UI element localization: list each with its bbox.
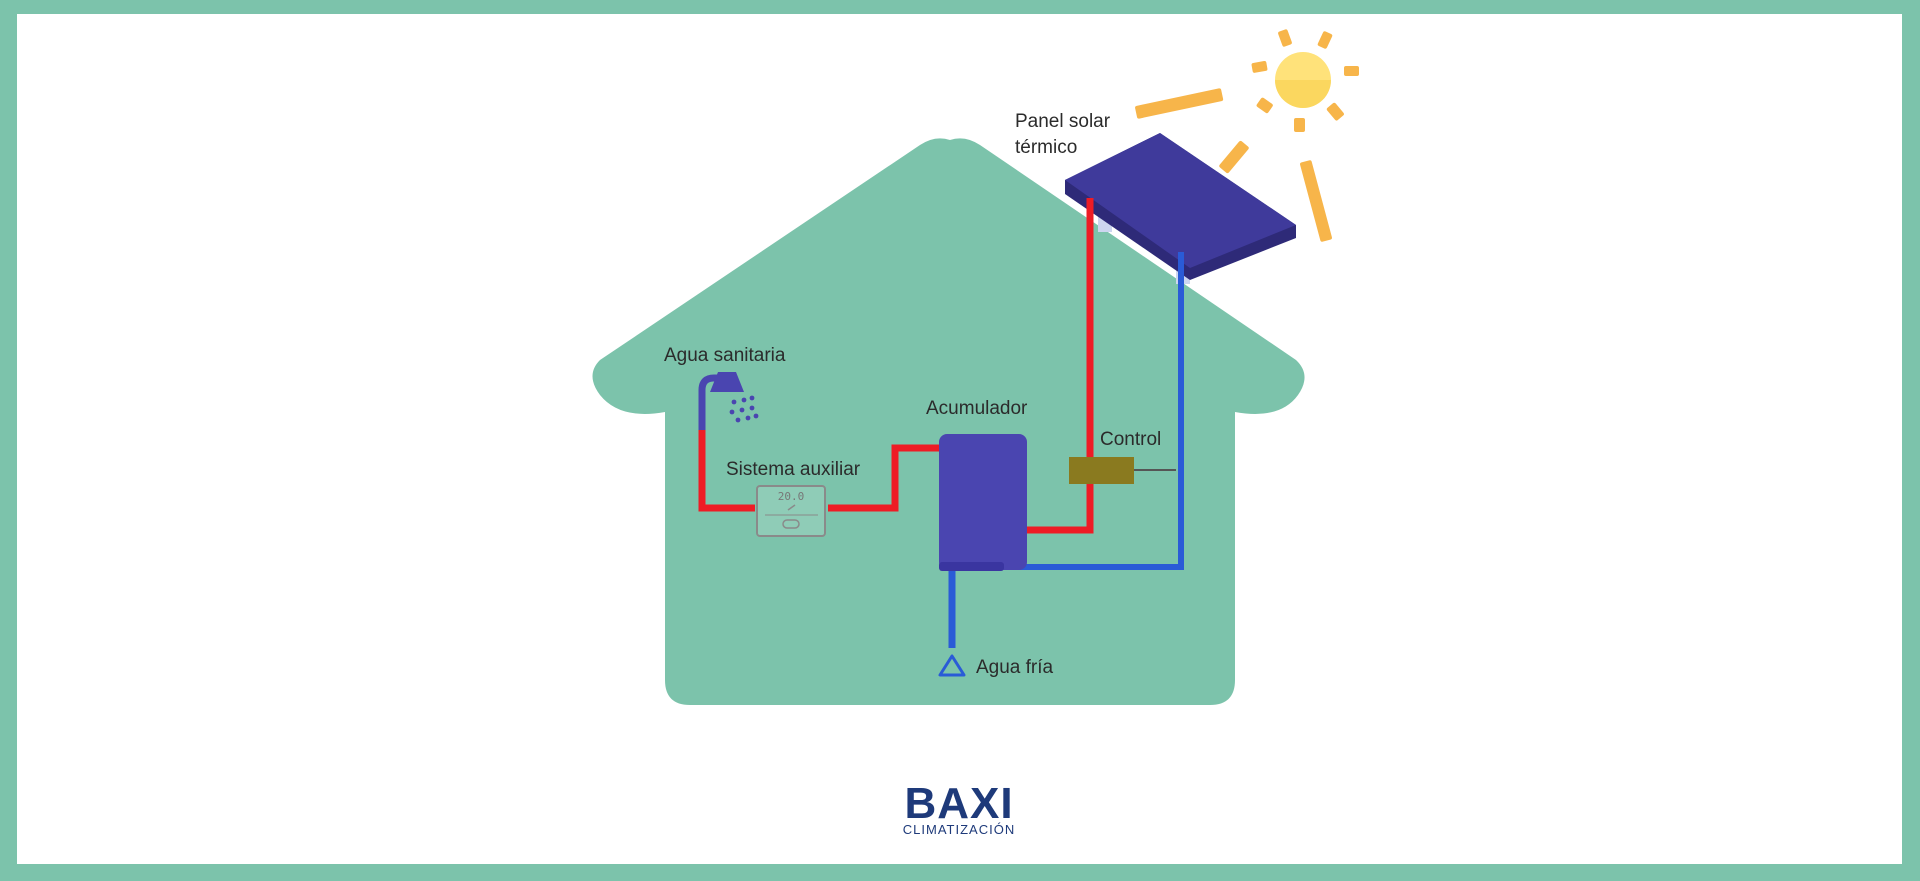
logo-name: BAXI xyxy=(904,779,1013,828)
sun-icon xyxy=(1135,29,1359,242)
label-sistema-auxiliar: Sistema auxiliar xyxy=(726,459,861,480)
label-acumulador: Acumulador xyxy=(926,398,1028,419)
cold-pipe-return xyxy=(995,252,1184,570)
house-shape xyxy=(592,138,1305,706)
tank-icon xyxy=(939,434,1027,571)
thermostat-icon: 20.0 xyxy=(756,485,826,537)
shower-riser xyxy=(698,374,720,430)
cold-water-inlet-icon xyxy=(938,654,966,677)
thermostat-display: 20.0 xyxy=(778,490,805,503)
label-control: Control xyxy=(1100,429,1161,450)
pipes xyxy=(698,198,1184,648)
hot-pipe-collector xyxy=(1025,198,1094,534)
label-panel-solar: Panel solar xyxy=(1015,111,1111,132)
shower-icon xyxy=(710,372,759,423)
label-panel-termico: térmico xyxy=(1015,137,1077,158)
control-box-icon xyxy=(1069,457,1176,484)
hot-pipe-supply xyxy=(828,444,955,512)
label-agua-sanitaria: Agua sanitaria xyxy=(664,345,786,366)
baxi-logo: BAXI CLIMATIZACIÓN xyxy=(903,779,1015,837)
label-agua-fria: Agua fría xyxy=(976,657,1054,678)
solar-panel-icon xyxy=(1065,133,1296,284)
hot-pipe-shower xyxy=(698,428,755,512)
logo-subtitle: CLIMATIZACIÓN xyxy=(903,822,1015,837)
